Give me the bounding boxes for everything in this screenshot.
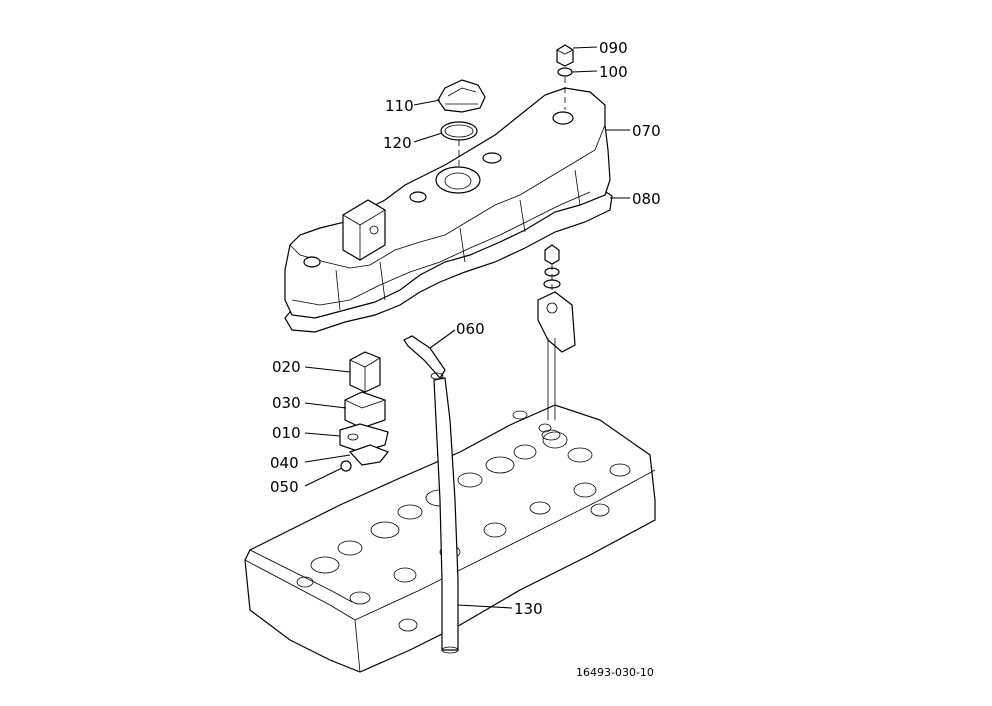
callout-030: 030 bbox=[272, 394, 301, 412]
cover-washer bbox=[557, 67, 573, 77]
breather-filter bbox=[344, 391, 386, 429]
callout-060: 060 bbox=[456, 320, 485, 338]
callout-090: 090 bbox=[599, 39, 628, 57]
rocker-cover bbox=[284, 87, 613, 333]
callout-120: 120 bbox=[383, 134, 412, 152]
breather-screw bbox=[340, 460, 352, 472]
callout-010: 010 bbox=[272, 424, 301, 442]
oil-filler-opening bbox=[435, 166, 481, 194]
reference-code: 16493-030-10 bbox=[576, 666, 654, 679]
callout-050: 050 bbox=[270, 478, 299, 496]
callout-070: 070 bbox=[632, 122, 661, 140]
callout-100: 100 bbox=[599, 63, 628, 81]
breather-hose bbox=[403, 335, 446, 380]
cap-nut bbox=[556, 44, 574, 67]
breather-pipe bbox=[433, 377, 459, 654]
breather-valve bbox=[348, 444, 389, 466]
callout-080: 080 bbox=[632, 190, 661, 208]
breather-cover bbox=[349, 351, 381, 393]
breather-plate bbox=[339, 423, 389, 453]
o-ring bbox=[440, 121, 478, 141]
breather-mount bbox=[342, 199, 386, 261]
callout-110: 110 bbox=[385, 97, 414, 115]
leader-lines bbox=[304, 46, 630, 609]
cover-stud bbox=[537, 244, 576, 441]
callout-040: 040 bbox=[270, 454, 299, 472]
callout-130: 130 bbox=[514, 600, 543, 618]
cover-body bbox=[284, 87, 611, 319]
oil-filler-cap bbox=[437, 79, 486, 113]
callout-020: 020 bbox=[272, 358, 301, 376]
